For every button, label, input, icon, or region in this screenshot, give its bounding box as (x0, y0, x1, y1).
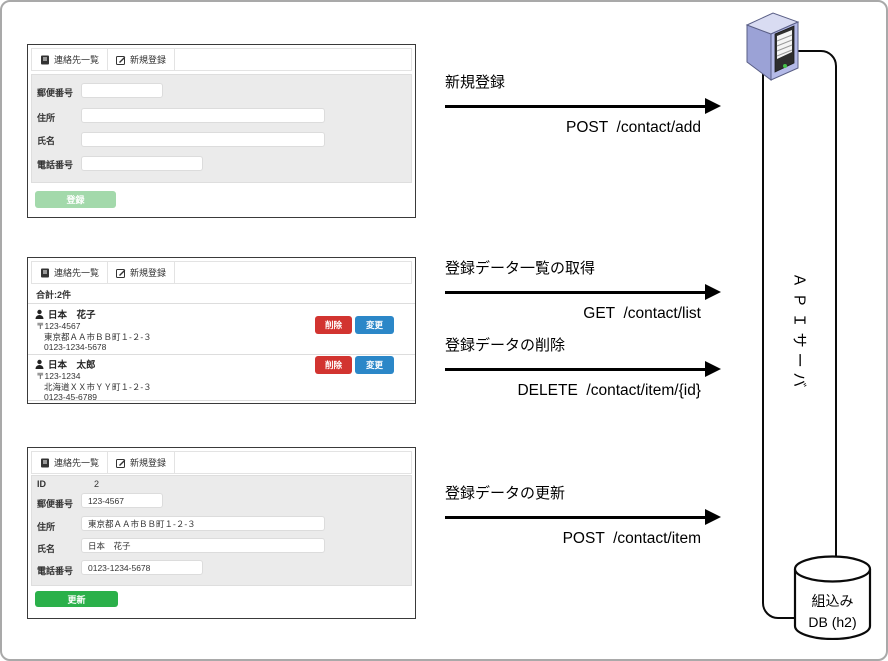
pencil-square-icon (116, 55, 126, 65)
pencil-square-icon (116, 458, 126, 468)
nav-contacts-list-label: 連絡先一覧 (54, 458, 100, 468)
address-book-icon (41, 55, 49, 64)
flow-title: 登録データ一覧の取得 (445, 260, 596, 277)
flow-delete: 登録データの削除 DELETE /contact/item/{id} (445, 335, 721, 400)
address-book-icon (41, 268, 49, 277)
nav-contacts-list[interactable]: 連絡先一覧 (32, 49, 109, 70)
address-label: 住所 (37, 522, 56, 532)
delete-button[interactable]: 削除 (315, 356, 352, 374)
panel-register-form: 連絡先一覧 新規登録 郵便番号 住所 氏名 電話番号 登録 (27, 44, 416, 218)
address-input[interactable] (81, 108, 325, 123)
contact-row-name: 日本 花子 (35, 307, 96, 321)
tower-server-icon (745, 12, 800, 81)
phone-input[interactable] (81, 560, 203, 575)
flow-arrow (445, 98, 721, 114)
flow-arrow (445, 284, 721, 300)
contact-phone: 0123-45-6789 (44, 392, 97, 402)
nav-contacts-list[interactable]: 連絡先一覧 (32, 452, 109, 473)
contact-postal: 〒123-4567 (36, 321, 81, 331)
flow-endpoint: GET /contact/list (583, 305, 701, 322)
contact-phone: 0123-1234-5678 (44, 342, 107, 352)
id-value: 2 (94, 479, 100, 489)
nav-new-register[interactable]: 新規登録 (108, 452, 176, 473)
nav-new-register-label: 新規登録 (130, 55, 167, 65)
register-button[interactable]: 登録 (35, 191, 116, 208)
arrow-head-icon (705, 361, 721, 377)
total-count: 合計:2件 (36, 290, 72, 300)
arrow-head-icon (705, 284, 721, 300)
flow-endpoint: POST /contact/add (566, 119, 701, 136)
flow-title: 登録データの更新 (445, 485, 566, 502)
flow-arrow (445, 509, 721, 525)
nav-contacts-list-label: 連絡先一覧 (54, 55, 100, 65)
nav-new-register-label: 新規登録 (130, 268, 167, 278)
contact-address: 北海道ＸＸ市ＹＹ町１-２-３ (44, 382, 152, 392)
api-server-label: ＡＰＩサーバ (790, 272, 808, 392)
divider (28, 303, 415, 304)
arrow-head-icon (705, 509, 721, 525)
flow-get-list: 登録データ一覧の取得 GET /contact/list (445, 258, 721, 323)
contact-row-name: 日本 太郎 (35, 357, 96, 371)
phone-input[interactable] (81, 156, 203, 171)
contact-postal: 〒123-1234 (36, 371, 81, 381)
panel-contact-list: 連絡先一覧 新規登録 合計:2件 日本 花子 〒123-4567 東京都ＡＡ市Ｂ… (27, 257, 416, 404)
flow-register: 新規登録 POST /contact/add (445, 72, 721, 137)
flow-title: 登録データの削除 (445, 337, 566, 354)
address-input[interactable] (81, 516, 325, 531)
nav-contacts-list[interactable]: 連絡先一覧 (32, 262, 109, 283)
nav-new-register[interactable]: 新規登録 (108, 262, 176, 283)
navbar: 連絡先一覧 新規登録 (31, 451, 412, 474)
person-silhouette-icon (35, 309, 44, 319)
phone-label: 電話番号 (37, 160, 74, 170)
db-label-line2: DB (h2) (808, 614, 857, 630)
database: 組込み DB (h2) (793, 555, 872, 641)
phone-label: 電話番号 (37, 566, 74, 576)
navbar: 連絡先一覧 新規登録 (31, 48, 412, 71)
flow-arrow (445, 361, 721, 377)
arrow-head-icon (705, 98, 721, 114)
person-silhouette-icon (35, 359, 44, 369)
contact-address: 東京都ＡＡ市ＢＢ町１-２-３ (44, 332, 152, 342)
flow-endpoint: DELETE /contact/item/{id} (517, 382, 701, 399)
update-button[interactable]: 更新 (35, 591, 118, 607)
flow-update: 登録データの更新 POST /contact/item (445, 483, 721, 548)
divider (28, 354, 415, 355)
postal-label: 郵便番号 (37, 499, 74, 509)
change-button[interactable]: 変更 (355, 316, 394, 334)
name-input[interactable] (81, 538, 325, 553)
name-input[interactable] (81, 132, 325, 147)
flow-endpoint: POST /contact/item (562, 530, 701, 547)
delete-button[interactable]: 削除 (315, 316, 352, 334)
navbar: 連絡先一覧 新規登録 (31, 261, 412, 284)
name-label: 氏名 (37, 544, 56, 554)
address-label: 住所 (37, 113, 56, 123)
postal-input[interactable] (81, 83, 163, 98)
name-label: 氏名 (37, 136, 56, 146)
api-server-label-wrap: ＡＰＩサーバ (762, 50, 837, 614)
change-button[interactable]: 変更 (355, 356, 394, 374)
address-book-icon (41, 458, 49, 467)
pencil-square-icon (116, 268, 126, 278)
divider (28, 400, 415, 401)
db-label-line1: 組込み (811, 593, 854, 609)
postal-input[interactable] (81, 493, 163, 508)
postal-label: 郵便番号 (37, 88, 74, 98)
panel-edit-form: 連絡先一覧 新規登録 ID 2 郵便番号 住所 氏名 電話番号 更新 (27, 447, 416, 619)
flow-title: 新規登録 (445, 74, 506, 91)
database-cylinder-icon (793, 555, 872, 641)
nav-new-register-label: 新規登録 (130, 458, 167, 468)
id-label: ID (37, 479, 46, 489)
nav-contacts-list-label: 連絡先一覧 (54, 268, 100, 278)
nav-new-register[interactable]: 新規登録 (108, 49, 176, 70)
